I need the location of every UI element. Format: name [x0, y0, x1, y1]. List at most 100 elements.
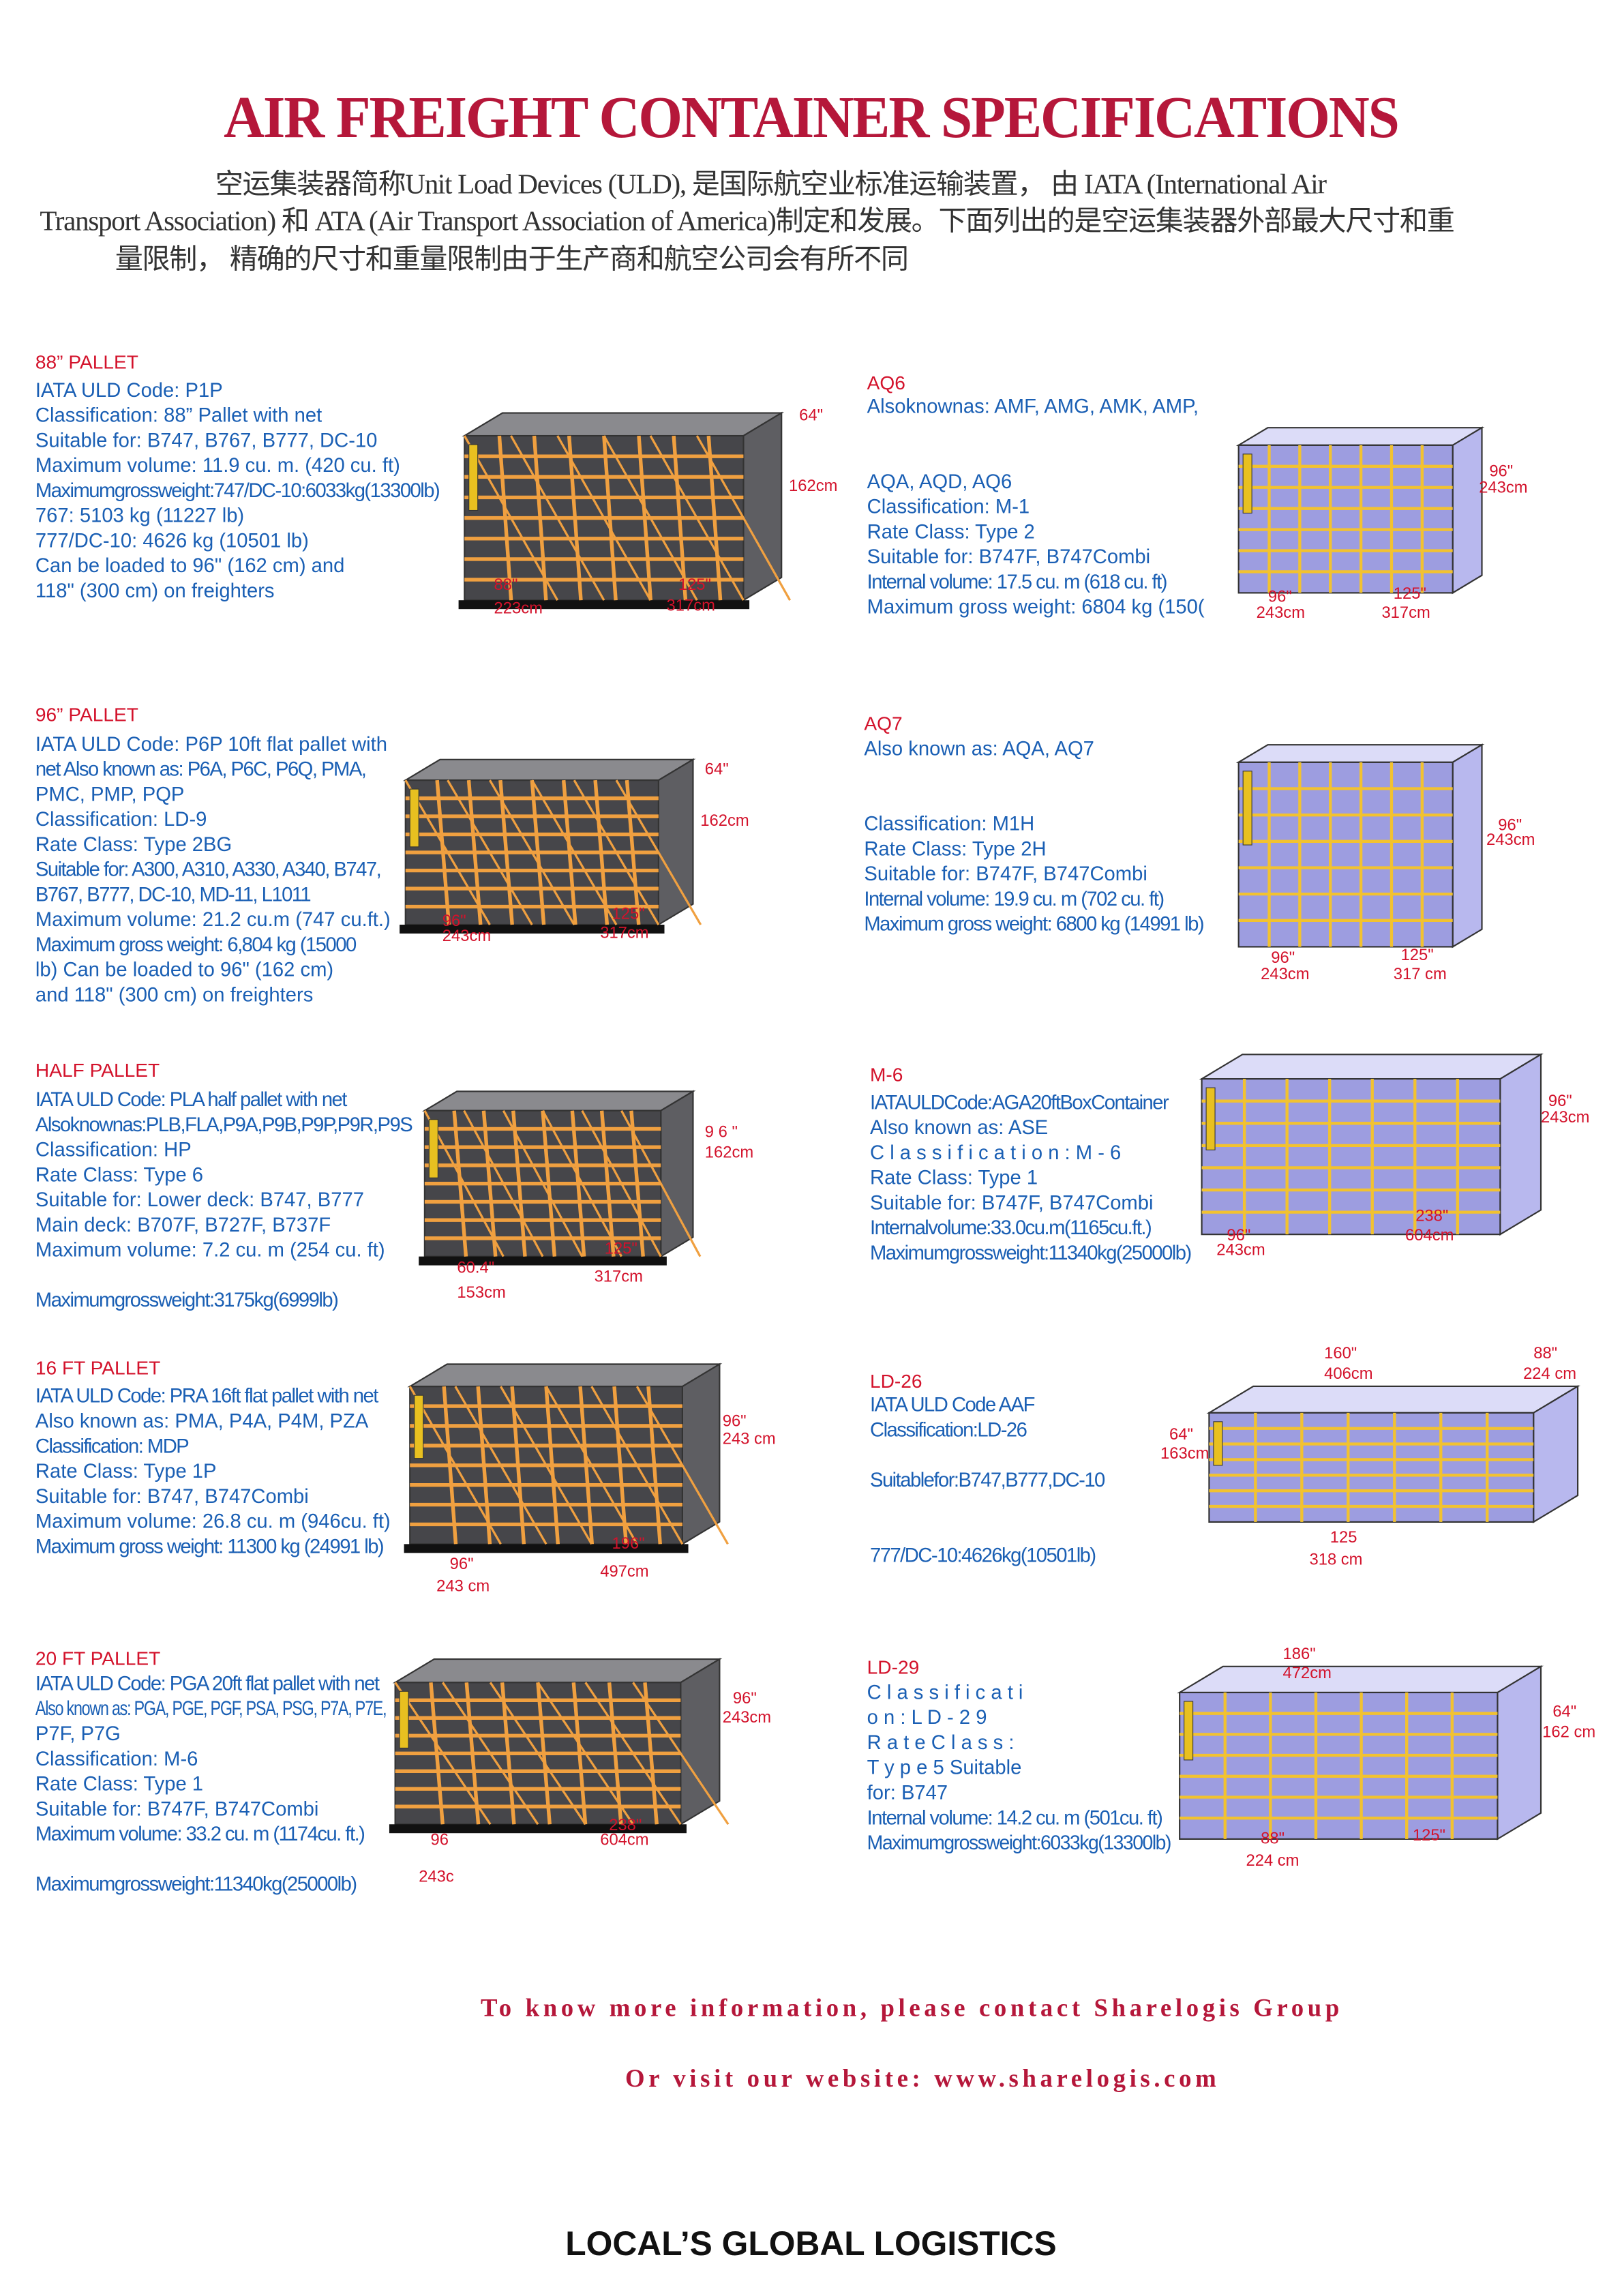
dimension-label: 243cm: [722, 1709, 772, 1727]
spec-line: and 118" (300 cm) on freighters: [35, 983, 314, 1006]
dimension-label: 186": [1282, 1645, 1316, 1664]
dimension-label: 88": [1261, 1830, 1285, 1848]
container-side: [1201, 1078, 1501, 1236]
spec-line: IATA ULD Code: PGA 20ft flat pallet with…: [35, 1672, 380, 1695]
spec-line: Rate Class: Type 2H: [864, 837, 1047, 860]
spec-line: Rate Class: Type 6: [35, 1163, 204, 1186]
pallet-base: [389, 1824, 687, 1834]
spec-line: Maximum gross weight: 6,804 kg (15000: [35, 933, 357, 956]
dimension-label: 125": [1412, 1827, 1446, 1845]
spec-line: Rate Class: Type 1: [35, 1772, 204, 1795]
intro-line-2: Transport Association) 和 ATA (Air Transp…: [40, 206, 1454, 238]
dimension-label: 406cm: [1324, 1365, 1373, 1384]
net-strap: [570, 1110, 586, 1257]
placard-label: [1184, 1701, 1194, 1761]
spec-line: o n : L D - 2 9: [867, 1706, 987, 1729]
container-front: [1452, 743, 1483, 949]
spec-line: Maximum gross weight: 11300 kg (24991 lb…: [35, 1535, 385, 1557]
container-illustration: [1206, 1385, 1580, 1523]
net-strap: [672, 435, 688, 601]
dimension-label: 162cm: [789, 477, 838, 496]
net-strap: [404, 779, 491, 925]
spec-line: IATA ULD Code: PLA half pallet with net: [35, 1088, 348, 1111]
spec-line: Can be loaded to 96" (162 cm) and: [35, 554, 345, 577]
spec-line: Maximum gross weight: 6800 kg (14991 lb): [864, 912, 1204, 936]
net-strap: [571, 1682, 588, 1825]
dimension-label: 96": [1227, 1227, 1251, 1245]
contact-text: To know more information, please contact…: [481, 1993, 1343, 2023]
net-strap: [646, 1386, 662, 1545]
container-top: [462, 412, 785, 437]
dimension-label: 604cm: [600, 1832, 649, 1850]
container-top: [1235, 427, 1485, 446]
spec-line: Also known as: PMA, P4A, P4M, PZA: [35, 1410, 369, 1432]
container-front: [1499, 1053, 1542, 1236]
dimension-label: 96": [1498, 817, 1522, 835]
spec-line: 777/DC-10: 4626 kg (10501 lb): [35, 529, 309, 552]
section-heading: LD-26: [869, 1370, 922, 1392]
net-strap: [545, 1386, 638, 1545]
spec-line: AQA, AQD, AQ6: [867, 470, 1012, 493]
net-strap: [584, 1682, 682, 1825]
net-strap: [502, 1109, 584, 1257]
container-front: [680, 1658, 721, 1826]
spec-line: Classification: HP: [35, 1138, 192, 1161]
dimension-label: 125": [678, 576, 711, 595]
dimension-label: 162 cm: [1542, 1724, 1596, 1742]
dimension-label: 125: [1330, 1529, 1357, 1547]
net-strap: [635, 1386, 729, 1545]
net-strap: [530, 779, 618, 925]
dimension-label: 238": [609, 1817, 642, 1835]
net-strap: [625, 779, 641, 925]
container-illustration: [1199, 1053, 1544, 1236]
website-link[interactable]: Or visit our website: www.sharelogis.com: [625, 2064, 1220, 2093]
dimension-label: 604cm: [1405, 1227, 1454, 1245]
spec-line: Maximumgrossweight:11340kg(25000lb): [35, 1873, 357, 1896]
spec-line: Also known as: AQA, AQ7: [864, 737, 1094, 760]
spec-line: 767: 5103 kg (11227 lb): [35, 504, 245, 527]
spec-line: lb) Can be loaded to 96" (162 cm): [35, 958, 334, 981]
dimension-label: 243cm: [1261, 966, 1310, 984]
spec-line: Maximum volume: 21.2 cu.m (747 cu.ft.): [35, 908, 391, 931]
net-strap: [537, 1682, 634, 1825]
spec-line: C l a s s i f i c a t i o n : M - 6: [869, 1141, 1122, 1164]
spec-line: Rate Class: Type 1: [869, 1166, 1038, 1189]
dimension-label: 96: [430, 1832, 449, 1850]
container-top: [1235, 744, 1485, 763]
spec-line: Classification: M-1: [867, 495, 1030, 518]
spec-line: T y p e 5 Suitable: [867, 1756, 1022, 1779]
net-strap: [620, 1109, 702, 1257]
placard-label: [1242, 453, 1252, 514]
spec-line: Suitable for: B747F, B747Combi: [864, 863, 1147, 885]
net-strap: [578, 1386, 595, 1545]
dimension-label: 243cm: [1256, 604, 1306, 623]
container-illustration: [1235, 426, 1485, 595]
pallet-base: [400, 925, 665, 934]
spec-line: Suitable for: B747, B767, B777, DC-10: [35, 429, 378, 451]
spec-line: net Also known as: P6A, P6C, P6Q, PMA,: [35, 758, 367, 781]
dimension-label: 243 cm: [722, 1430, 776, 1448]
spec-line: Classification: LD-9: [35, 808, 207, 831]
net-strap: [408, 1386, 502, 1545]
dimension-label: 472cm: [1282, 1665, 1332, 1683]
spec-line: 118" (300 cm) on freighters: [35, 579, 275, 602]
container-illustration: [400, 758, 702, 934]
spec-line: 777/DC-10:4626kg(10501lb): [869, 1544, 1096, 1566]
net-strap: [573, 779, 660, 925]
container-illustration: [419, 1090, 702, 1266]
container-illustration: [458, 411, 792, 610]
section-heading: HALF PALLET: [35, 1058, 160, 1082]
section-heading: 20 FT PALLET: [35, 1647, 161, 1670]
net-strap: [632, 1682, 730, 1825]
spec-line: Suitable for: Lower deck: B747, B777: [35, 1189, 364, 1211]
dimension-label: 243cm: [442, 927, 492, 946]
dimension-label: 317 cm: [1393, 966, 1447, 984]
spec-line: Internal volume: 17.5 cu. m (618 cu. ft): [867, 570, 1168, 593]
container-front: [1452, 426, 1483, 595]
page-title: AIR FREIGHT CONTAINER SPECIFICATIONS: [224, 84, 1400, 151]
net-strap: [599, 1110, 616, 1257]
placard-label: [1213, 1421, 1223, 1466]
dimension-label: 317cm: [1381, 604, 1430, 623]
net-strap: [612, 1386, 628, 1545]
dimension-label: 317cm: [594, 1268, 644, 1286]
